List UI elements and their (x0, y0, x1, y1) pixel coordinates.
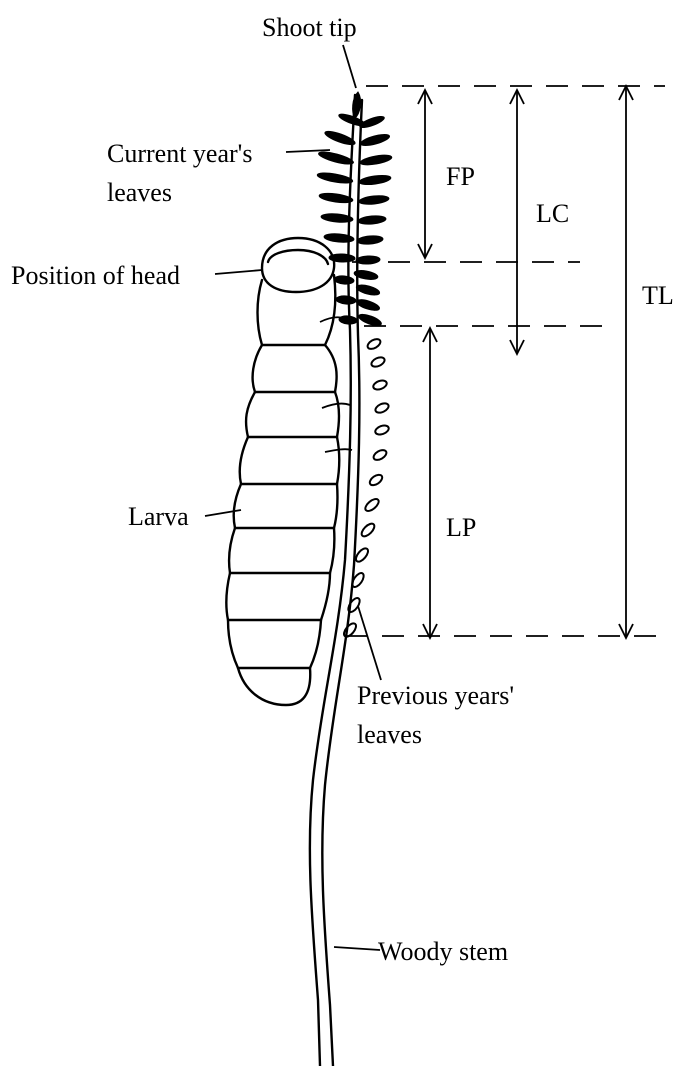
leader-lines (205, 45, 381, 950)
reference-lines (346, 86, 665, 636)
fp-label: FP (446, 162, 475, 191)
larva-body (226, 238, 352, 705)
lc-label: LC (536, 199, 569, 228)
tl-arrow (619, 86, 633, 638)
current-leaves-label-line2: leaves (107, 178, 172, 207)
larva-label: Larva (128, 502, 189, 531)
current-year-leaves (317, 112, 393, 328)
position-of-head-label: Position of head (11, 261, 180, 290)
tl-label: TL (642, 281, 674, 310)
lc-arrow (510, 90, 524, 354)
shoot-tip-label: Shoot tip (262, 13, 357, 42)
lp-arrow (423, 328, 437, 638)
previous-leaves-label-line1: Previous years' (357, 681, 514, 710)
previous-leaves-label-line2: leaves (357, 720, 422, 749)
fp-arrow (418, 90, 432, 258)
woody-stem-label: Woody stem (378, 937, 508, 966)
lp-label: LP (446, 513, 476, 542)
current-leaves-label-line1: Current year's (107, 139, 252, 168)
